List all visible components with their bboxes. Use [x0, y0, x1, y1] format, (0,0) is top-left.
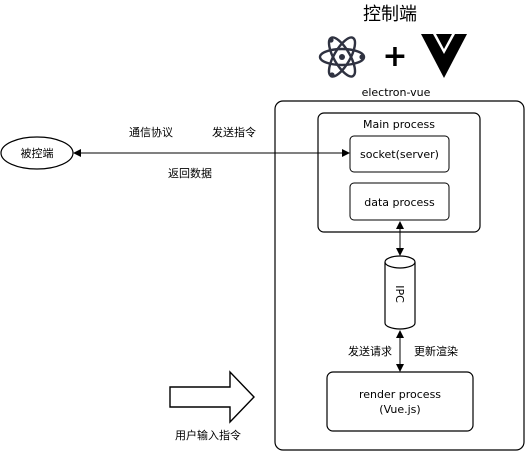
update-render-label: 更新渲染	[414, 344, 458, 358]
plus-sign: +	[382, 39, 407, 74]
ipc-cylinder	[384, 255, 416, 330]
vue-logo-icon	[421, 34, 467, 78]
container-label: electron-vue	[362, 86, 431, 99]
send-request-label: 发送请求	[348, 344, 392, 358]
return-data-label: 返回数据	[168, 166, 212, 180]
data-process-box	[349, 182, 450, 221]
controlled-end-label: 被控端	[21, 146, 54, 160]
electron-atom-icon	[318, 36, 366, 78]
user-input-label: 用户输入指令	[175, 428, 241, 442]
protocol-label: 通信协议	[129, 125, 173, 139]
main-process-label: Main process	[363, 118, 435, 131]
ipc-label: IPC	[393, 285, 406, 303]
render-process-sublabel: (Vue.js)	[379, 403, 420, 416]
diagram-title: 控制端	[363, 4, 417, 25]
user-input-arrow	[169, 370, 255, 424]
socket-server-label: socket(server)	[360, 148, 439, 161]
socket-server-box	[349, 135, 450, 173]
send-command-label: 发送指令	[212, 125, 256, 139]
data-process-label: data process	[364, 196, 435, 209]
render-process-box	[326, 371, 474, 432]
render-process-label: render process	[359, 388, 441, 401]
